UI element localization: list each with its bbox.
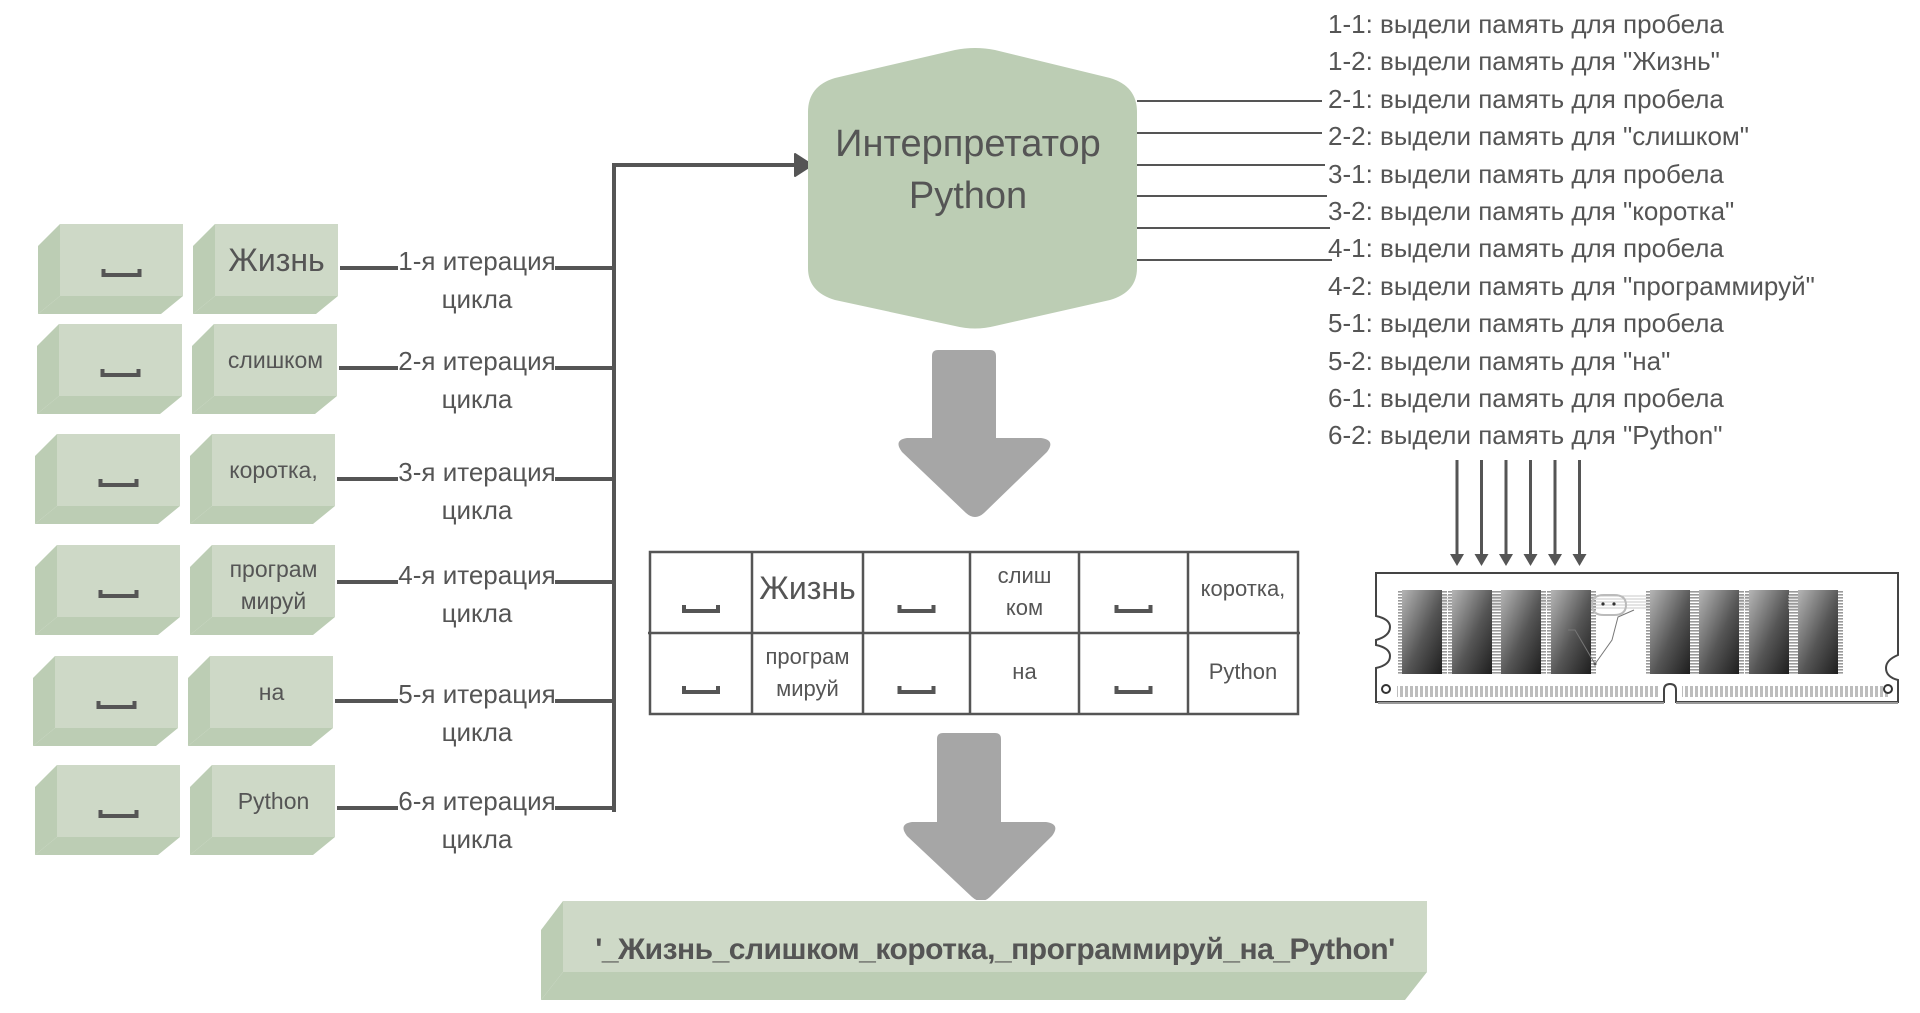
down-arrow-icon xyxy=(903,733,1056,901)
memory-request-item: 6-1: выдели память для пробела xyxy=(1328,383,1724,414)
space-block xyxy=(33,656,178,746)
memory-table-cell-line2: ком xyxy=(1005,595,1044,620)
space-symbol-icon xyxy=(100,369,141,377)
memory-request-item: 4-1: выдели память для пробела xyxy=(1328,233,1724,264)
iteration-label-line1: 5-я итерация xyxy=(398,679,556,709)
ram-arrow-head-icon xyxy=(1548,554,1562,566)
space-symbol-icon xyxy=(897,605,936,613)
word-block xyxy=(190,434,335,524)
word-block-text: коротка, xyxy=(229,457,318,483)
memory-request-item: 1-2: выдели память для "Жизнь" xyxy=(1328,46,1720,77)
word-blocks xyxy=(33,224,338,855)
memory-request-item: 5-2: выдели память для "на" xyxy=(1328,345,1671,376)
iteration-label-line2: цикла xyxy=(441,495,513,525)
memory-request-item: 6-2: выдели память для "Python" xyxy=(1328,420,1723,451)
ram-arrow-head-icon xyxy=(1474,554,1489,566)
space-symbol-icon xyxy=(101,269,142,277)
space-symbol-icon xyxy=(682,686,720,694)
space-block xyxy=(35,765,180,855)
iteration-label: 3-я итерация цикла xyxy=(387,453,567,529)
space-block xyxy=(37,324,182,414)
memory-request-item: 3-1: выдели память для пробела xyxy=(1328,158,1724,189)
iteration-label: 4-я итерация цикла xyxy=(387,556,567,632)
word-block xyxy=(192,324,337,414)
ram-chip xyxy=(1650,590,1690,674)
word-block-text: Жизнь xyxy=(228,242,325,278)
space-symbol-icon xyxy=(98,810,139,818)
ram-chip xyxy=(1551,590,1591,674)
interpreter-hexagon xyxy=(808,48,1137,329)
memory-table-cell: на xyxy=(1012,659,1037,684)
ram-chip xyxy=(1798,590,1838,674)
word-block-text: на xyxy=(258,679,285,705)
ram-chip xyxy=(1402,590,1442,674)
space-symbol-icon xyxy=(897,686,936,694)
space-symbol-icon xyxy=(1114,605,1153,613)
space-symbol-icon xyxy=(98,590,139,598)
memory-table-cell-line1: слиш xyxy=(997,563,1052,588)
space-symbol-icon xyxy=(96,701,137,709)
iteration-label-line1: 3-я итерация xyxy=(398,457,556,487)
ram-arrow-head-icon xyxy=(1523,554,1538,566)
memory-request-item: 1-1: выдели память для пробела xyxy=(1328,9,1724,39)
word-block xyxy=(193,224,338,314)
iteration-label: 1-я итерация цикла xyxy=(387,242,567,318)
memory-table xyxy=(648,550,1300,716)
memory-request-lines xyxy=(1137,100,1332,261)
arrow-head-icon xyxy=(794,153,813,177)
ram-arrow-head-icon xyxy=(1450,554,1464,566)
interpreter-label: Интерпретатор Python xyxy=(808,118,1128,222)
ram-chip xyxy=(1749,590,1789,674)
space-symbol-icon xyxy=(98,479,139,487)
iteration-label-line1: 4-я итерация xyxy=(398,560,556,590)
word-block-text-line1: програм xyxy=(229,556,318,582)
iteration-label-line2: цикла xyxy=(441,824,513,854)
memory-table-cell: коротка, xyxy=(1200,576,1286,601)
iteration-label-line2: цикла xyxy=(441,384,513,414)
memory-table-cell-line2: мируй xyxy=(776,676,839,701)
ram-chip xyxy=(1452,590,1492,674)
memory-request-item: 2-2: выдели память для "слишком" xyxy=(1328,121,1750,152)
iteration-label-line1: 6-я итерация xyxy=(398,786,556,816)
ram-arrows xyxy=(1450,460,1587,566)
ram-arrow-head-icon xyxy=(1499,554,1513,566)
memory-request-item: 3-2: выдели память для "коротка" xyxy=(1328,196,1735,227)
iteration-label-line2: цикла xyxy=(441,284,513,314)
iteration-label: 5-я итерация цикла xyxy=(387,675,567,751)
word-block-text: слишком xyxy=(227,347,324,373)
space-block xyxy=(35,434,180,524)
memory-table-cell: Жизнь xyxy=(759,570,856,606)
word-block-text-line2: мируй xyxy=(240,588,307,614)
ram-module-icon xyxy=(1375,572,1899,704)
space-block xyxy=(35,545,180,635)
iteration-label: 6-я итерация цикла xyxy=(387,782,567,858)
iteration-label-line2: цикла xyxy=(441,598,513,628)
memory-table-cell: Python xyxy=(1208,659,1278,684)
word-block-text: Python xyxy=(237,788,310,814)
space-block xyxy=(38,224,183,314)
space-symbol-icon xyxy=(1114,686,1153,694)
word-block xyxy=(190,545,335,635)
ram-arrow-head-icon xyxy=(1572,554,1587,566)
interpreter-label-line2: Python xyxy=(908,175,1028,217)
memory-request-item: 5-1: выдели память для пробела xyxy=(1328,308,1724,339)
ram-chip xyxy=(1699,590,1739,674)
iteration-connectors xyxy=(335,266,614,810)
iteration-label: 2-я итерация цикла xyxy=(387,342,567,418)
iteration-label-line1: 1-я итерация xyxy=(398,246,556,276)
memory-request-item: 2-1: выдели память для пробела xyxy=(1328,83,1724,114)
memory-request-list: 1-1: выдели память для пробела 1-2: выдел… xyxy=(1328,6,1815,455)
word-block xyxy=(188,656,333,746)
iteration-label-line1: 2-я итерация xyxy=(398,346,556,376)
down-arrow-icon xyxy=(898,350,1051,517)
ram-chip xyxy=(1501,590,1541,674)
space-symbol-icon xyxy=(682,605,720,613)
result-string: '_Жизнь_слишком_коротка,_программируй_на… xyxy=(595,933,1395,966)
interpreter-label-line1: Интерпретатор xyxy=(835,123,1101,165)
result-bar xyxy=(541,900,1427,1000)
memory-table-cell-line1: програм xyxy=(765,644,850,669)
iteration-label-line2: цикла xyxy=(441,717,513,747)
word-block xyxy=(190,765,335,855)
memory-request-item: 4-2: выдели память для "программируй" xyxy=(1328,270,1815,301)
